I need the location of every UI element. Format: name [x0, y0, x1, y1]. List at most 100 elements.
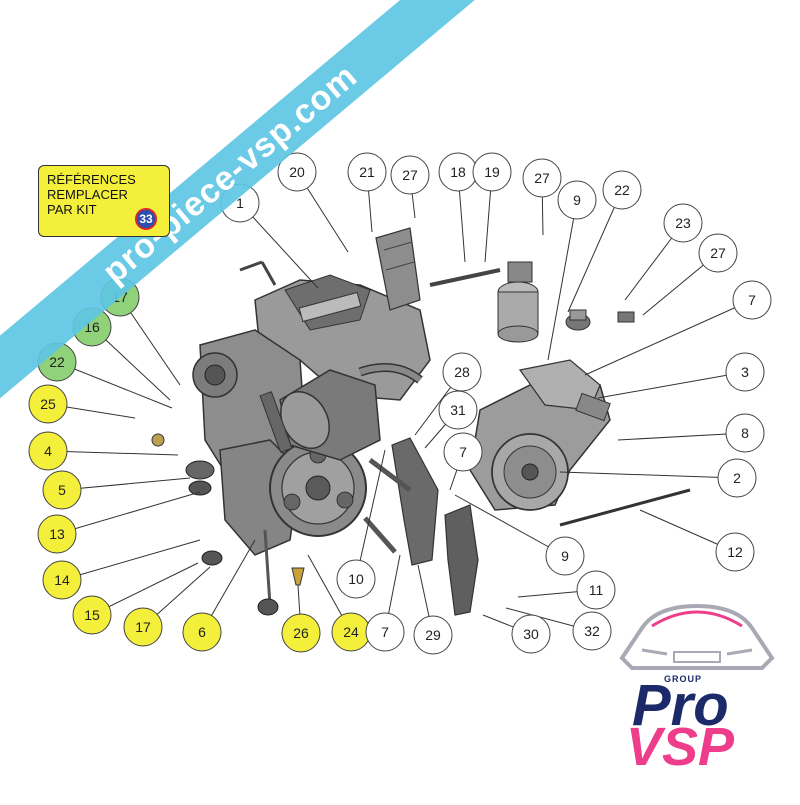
callout-number-c4: 4 [44, 443, 52, 459]
callout-circle-c15 [72, 595, 112, 635]
callout-number-c25: 25 [40, 396, 56, 412]
callout-number-c19: 19 [484, 164, 500, 180]
callout-circle-c17b [123, 607, 163, 647]
callout-circle-c20 [277, 152, 317, 192]
callout-number-c3: 3 [741, 364, 749, 380]
callout-circle-c22a [602, 170, 642, 210]
leader-line-c4 [47, 450, 179, 456]
callout-number-c27a: 27 [402, 167, 418, 183]
leader-line-c9b [454, 494, 566, 557]
callout-circle-c31 [438, 390, 478, 430]
leader-line-c14 [61, 539, 201, 581]
callout-number-c1: 1 [236, 195, 244, 211]
callout-number-c7b: 7 [459, 444, 467, 460]
callout-number-c21: 21 [359, 164, 375, 180]
callout-number-c22a: 22 [614, 182, 630, 198]
callout-circle-c19 [472, 152, 512, 192]
callout-circle-c6 [182, 612, 222, 652]
leader-line-c15 [91, 562, 199, 616]
callout-number-c24: 24 [343, 624, 359, 640]
callout-number-c9b: 9 [561, 548, 569, 564]
callout-number-c10: 10 [348, 571, 364, 587]
leader-line-c22b [56, 361, 173, 409]
callout-circle-c8 [725, 413, 765, 453]
callout-number-c27c: 27 [710, 245, 726, 261]
leader-line-c3 [597, 371, 746, 399]
leader-line-c2 [559, 471, 738, 479]
kit-number-badge: 33 [135, 208, 157, 230]
logo-group-text: GROUP [664, 674, 703, 684]
ecu-module [375, 227, 421, 311]
callout-circle-c2 [717, 458, 757, 498]
callout-circle-c7c [365, 612, 405, 652]
leader-line-c8 [617, 432, 746, 441]
callout-circle-c10 [336, 559, 376, 599]
leader-line-c9a [547, 199, 578, 361]
engine-mounts [151, 433, 305, 616]
callout-circle-c21 [347, 152, 387, 192]
callout-number-c7c: 7 [381, 624, 389, 640]
callout-circle-c26 [281, 613, 321, 653]
callout-number-c8: 8 [741, 425, 749, 441]
kit-note-line-2: REMPLACER [47, 187, 128, 202]
callout-number-c11: 11 [589, 582, 604, 598]
leader-line-c10 [355, 449, 386, 580]
callout-circle-c9a [557, 180, 597, 220]
callout-number-c9a: 9 [573, 192, 581, 208]
callout-number-c32: 32 [584, 623, 600, 639]
callout-number-c6: 6 [198, 624, 206, 640]
leader-line-c5 [61, 477, 191, 491]
sensor-parts [565, 309, 635, 331]
callout-circle-c27a [390, 155, 430, 195]
callout-circle-c11 [576, 570, 616, 610]
engine-assembly [192, 274, 431, 556]
fuel-filter [429, 261, 539, 343]
callout-number-c31: 31 [450, 402, 466, 418]
leader-line-c7a [584, 299, 753, 376]
callout-number-c5: 5 [58, 482, 66, 498]
callout-circle-c27c [698, 233, 738, 273]
callout-circle-c32 [572, 611, 612, 651]
callout-circle-c4 [28, 431, 68, 471]
callout-circle-c14 [42, 560, 82, 600]
kit-note-line-3: PAR KIT [47, 202, 97, 217]
callout-circle-c12 [715, 532, 755, 572]
callout-number-c27b: 27 [534, 170, 550, 186]
callout-number-c2: 2 [733, 470, 741, 486]
callout-circle-c25 [28, 384, 68, 424]
leader-line-c13 [56, 491, 201, 535]
callout-number-c22b: 22 [49, 354, 65, 370]
car-silhouette-icon [619, 603, 775, 670]
callout-circle-c30 [511, 614, 551, 654]
callout-circle-c29 [413, 615, 453, 655]
kit-note-line-1: RÉFÉRENCES [47, 172, 136, 187]
callout-circle-c13 [37, 514, 77, 554]
callout-circle-c5 [42, 470, 82, 510]
callout-number-c23: 23 [675, 215, 691, 231]
callout-labels: 2021271819279222327117167223282531847251… [28, 152, 772, 655]
callout-circle-c7a [732, 280, 772, 320]
callout-number-c26: 26 [293, 625, 309, 641]
callout-number-c18: 18 [450, 164, 466, 180]
callout-number-c28: 28 [454, 364, 470, 380]
callout-number-c14: 14 [54, 572, 70, 588]
callout-number-c17b: 17 [135, 619, 151, 635]
kit-reference-note: RÉFÉRENCES REMPLACER PAR KIT 33 [38, 165, 170, 237]
leader-line-c22a [567, 189, 623, 313]
gearbox-assembly [469, 359, 611, 511]
callout-circle-c23 [663, 203, 703, 243]
callout-circle-c9b [545, 536, 585, 576]
callout-circle-c27b [522, 158, 562, 198]
provsp-logo: GROUP Pro VSP [612, 588, 782, 778]
callout-number-c13: 13 [49, 526, 65, 542]
callout-circle-c3 [725, 352, 765, 392]
callout-number-c20: 20 [289, 164, 305, 180]
callout-number-c30: 30 [523, 626, 539, 642]
callout-circle-c7b [443, 432, 483, 472]
logo-vsp-text: VSP [626, 717, 735, 777]
callout-number-c29: 29 [425, 627, 441, 643]
callout-number-c15: 15 [84, 607, 100, 623]
brackets-and-cable [239, 260, 691, 616]
